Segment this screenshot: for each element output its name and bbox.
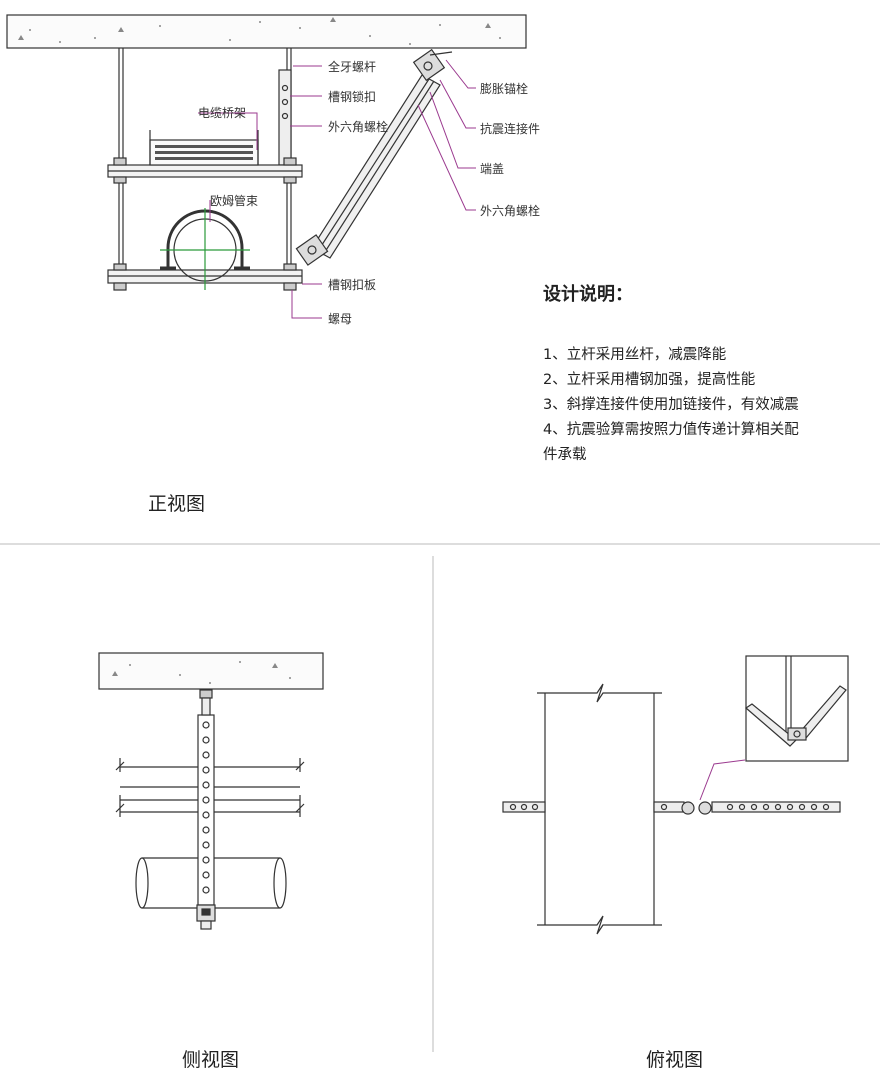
callout-channel-plate: 槽钢扣板 [328,278,377,292]
callout-end-cap: 端盖 [480,162,505,176]
top-view-title: 俯视图 [646,1049,704,1071]
side-ceiling-slab [98,652,324,690]
design-notes-title: 设计说明： [543,284,633,305]
front-brace-top-connector [412,48,453,82]
design-notes-list: 1、立杆采用丝杆，减震降能 2、立杆采用槽钢加强，提高性能 3、斜撑连接件使用加… [543,343,813,468]
front-cable-tray-holes [155,145,253,160]
design-note-item: 2、立杆采用槽钢加强，提高性能 [543,372,756,388]
top-brace-channel [502,801,841,815]
design-note-item: 1、立杆采用丝杆，减震降能 [543,347,727,363]
front-ceiling-slab [6,14,527,49]
side-channel-beam [115,758,305,817]
top-view-drawing [502,655,849,935]
callout-expansion-anchor: 膨胀锚栓 [480,82,529,96]
top-detail-pointer [699,759,746,801]
top-brace-joint-2 [698,801,712,815]
top-column [537,683,662,935]
front-seismic-brace [311,74,441,259]
front-view-title: 正视图 [148,493,206,515]
side-view-title: 侧视图 [182,1049,240,1071]
callout-seismic-connector: 抗震连接件 [480,122,541,136]
callout-omega-clamp: 欧姆管束 [210,194,259,208]
front-channel-reinforcement [278,69,292,166]
callout-cable-tray: 电缆桥架 [198,106,247,120]
top-brace-joint-1 [681,801,695,815]
callout-full-thread-rod: 全牙螺杆 [328,60,377,74]
side-channel-slots [202,721,210,894]
front-concrete-texture [18,17,501,45]
design-note-item: 3、斜撑连接件使用加链接件，有效减震 [543,397,799,413]
callout-hex-bolt-1: 外六角螺栓 [328,120,389,134]
callout-channel-lock: 槽钢锁扣 [328,90,377,104]
callout-hex-bolt-2: 外六角螺栓 [480,204,541,218]
side-view-drawing [98,652,324,930]
front-brace-bottom-connector [295,234,329,266]
front-view-drawing [6,14,527,291]
callout-nut: 螺母 [328,312,353,326]
front-callout-leaders [198,59,476,319]
design-note-item: 4、抗震验算需按照力值传递计算相关配件承载 [543,422,799,463]
top-detail-inset [745,655,849,762]
